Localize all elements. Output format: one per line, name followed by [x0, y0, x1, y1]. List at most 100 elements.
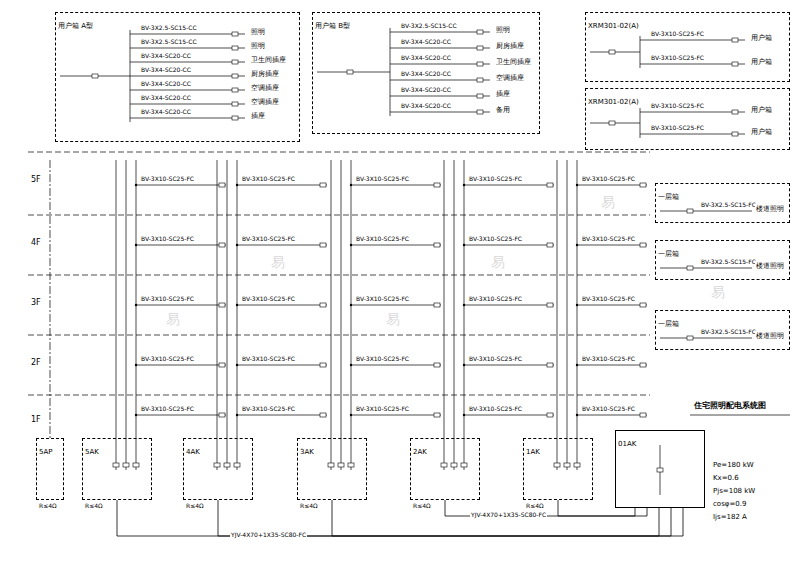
circuit-name: 用户箱	[750, 35, 773, 42]
wire-line	[351, 185, 441, 186]
breaker-symbol	[434, 183, 440, 187]
panel-name: 一层箱	[656, 249, 681, 260]
circuit-name: 楼道照明	[755, 263, 785, 270]
breaker-symbol	[232, 102, 238, 106]
junction-dot	[350, 414, 352, 416]
circuit-name: 插座	[495, 91, 511, 98]
breaker-symbol	[328, 463, 334, 467]
cable-spec: BV-3X10-SC25-FC	[140, 176, 195, 182]
breaker-symbol	[640, 183, 646, 187]
breaker-symbol	[547, 243, 553, 247]
wire-line	[227, 160, 228, 470]
cable-spec: BV-3X10-SC25-FC	[140, 236, 195, 242]
cable-spec: BV-3X10-SC25-FC	[355, 236, 410, 242]
circuit-name: 卫生间插座	[250, 57, 287, 64]
wire-line	[390, 32, 490, 33]
junction-dot	[236, 414, 238, 416]
watermark: 易	[270, 255, 286, 269]
cable-spec: BV-3X10-SC25-FC	[241, 406, 296, 412]
grounding-note: R≤4Ω	[185, 503, 205, 509]
breaker-symbol	[609, 121, 615, 125]
cable-spec: BV-3X4-SC20-CC	[400, 71, 452, 77]
wire-line	[557, 160, 558, 470]
wire-line	[351, 305, 441, 306]
junction-dot	[135, 244, 137, 246]
breaker-symbol	[547, 363, 553, 367]
cable-spec: BV-3X4-SC20-CC	[400, 39, 452, 45]
breaker-symbol	[477, 78, 483, 82]
breaker-symbol	[348, 463, 354, 467]
cable-spec: BV-3X10-SC25-FC	[140, 296, 195, 302]
breaker-symbol	[338, 463, 344, 467]
cable-spec: BV-3X10-SC25-FC	[581, 406, 636, 412]
wire-line	[390, 64, 490, 65]
cable-spec: BV-3X10-SC25-FC	[650, 55, 705, 61]
wire-line	[237, 245, 327, 246]
floor-label: 1F	[30, 416, 42, 424]
feeder-cable	[332, 500, 659, 536]
breaker-symbol	[232, 32, 238, 36]
breaker-symbol	[123, 463, 129, 467]
breaker-symbol	[547, 183, 553, 187]
wire-line	[237, 415, 327, 416]
breaker-symbol	[219, 183, 225, 187]
breaker-symbol	[320, 363, 326, 367]
wire-line	[660, 211, 752, 212]
cable-spec: BV-3X10-SC25-FC	[241, 296, 296, 302]
cable-spec: BV-3X2.5-SC15-CC	[400, 23, 458, 29]
circuit-name: 楼道照明	[755, 333, 785, 340]
load-parameter: Ijs=182 A	[712, 514, 748, 521]
watermark: 易	[600, 195, 616, 209]
junction-dot	[236, 364, 238, 366]
junction-dot	[135, 364, 137, 366]
circuit-name: 用户箱	[750, 107, 773, 114]
grounding-note: R≤4Ω	[412, 503, 432, 509]
breaker-symbol	[434, 413, 440, 417]
breaker-symbol	[640, 303, 646, 307]
breaker-symbol	[477, 46, 483, 50]
circuit-name: 空调插座	[495, 75, 525, 82]
floor-label: 2F	[30, 359, 42, 367]
floor-label: 5F	[30, 176, 42, 184]
panel-name: 用户箱 B型	[313, 21, 352, 32]
junction-dot	[463, 184, 465, 186]
wire-line	[640, 134, 745, 135]
wire-line	[217, 160, 218, 470]
feeder-cable	[117, 500, 683, 536]
wire-line	[640, 40, 745, 41]
panel-name: 1AK	[524, 447, 542, 458]
panel-name: 用户箱 A型	[56, 21, 95, 32]
feeder-cable	[558, 500, 635, 516]
panel-box: 01AK	[615, 430, 705, 508]
title-rule	[690, 415, 790, 416]
circuit-name: 楼道照明	[755, 206, 785, 213]
wire-line	[577, 245, 647, 246]
circuit-name: 备用	[495, 107, 511, 114]
wire-line	[454, 160, 455, 470]
breaker-symbol	[657, 468, 663, 472]
breaker-symbol	[477, 110, 483, 114]
breaker-symbol	[320, 243, 326, 247]
breaker-symbol	[640, 413, 646, 417]
breaker-symbol	[224, 463, 230, 467]
wire-line	[130, 90, 245, 91]
wire-line	[136, 160, 137, 470]
wire-line	[237, 305, 327, 306]
junction-dot	[463, 364, 465, 366]
junction-dot	[576, 184, 578, 186]
breaker-symbol	[554, 463, 560, 467]
cable-spec: BV-3X4-SC20-CC	[400, 103, 452, 109]
breaker-symbol	[219, 303, 225, 307]
diagram-title: 住宅照明配电系统图	[693, 402, 767, 410]
panel-name: XRM301-02(A)	[586, 21, 641, 32]
junction-dot	[463, 244, 465, 246]
junction-dot	[236, 184, 238, 186]
wire-line	[351, 415, 441, 416]
panel-box: XRM301-02(A)	[585, 88, 790, 150]
breaker-symbol	[732, 62, 738, 66]
panel-name: 5AP	[37, 447, 54, 458]
wire-line	[351, 365, 441, 366]
wire-line	[126, 160, 127, 470]
cable-spec: BV-3X10-SC25-FC	[650, 125, 705, 131]
